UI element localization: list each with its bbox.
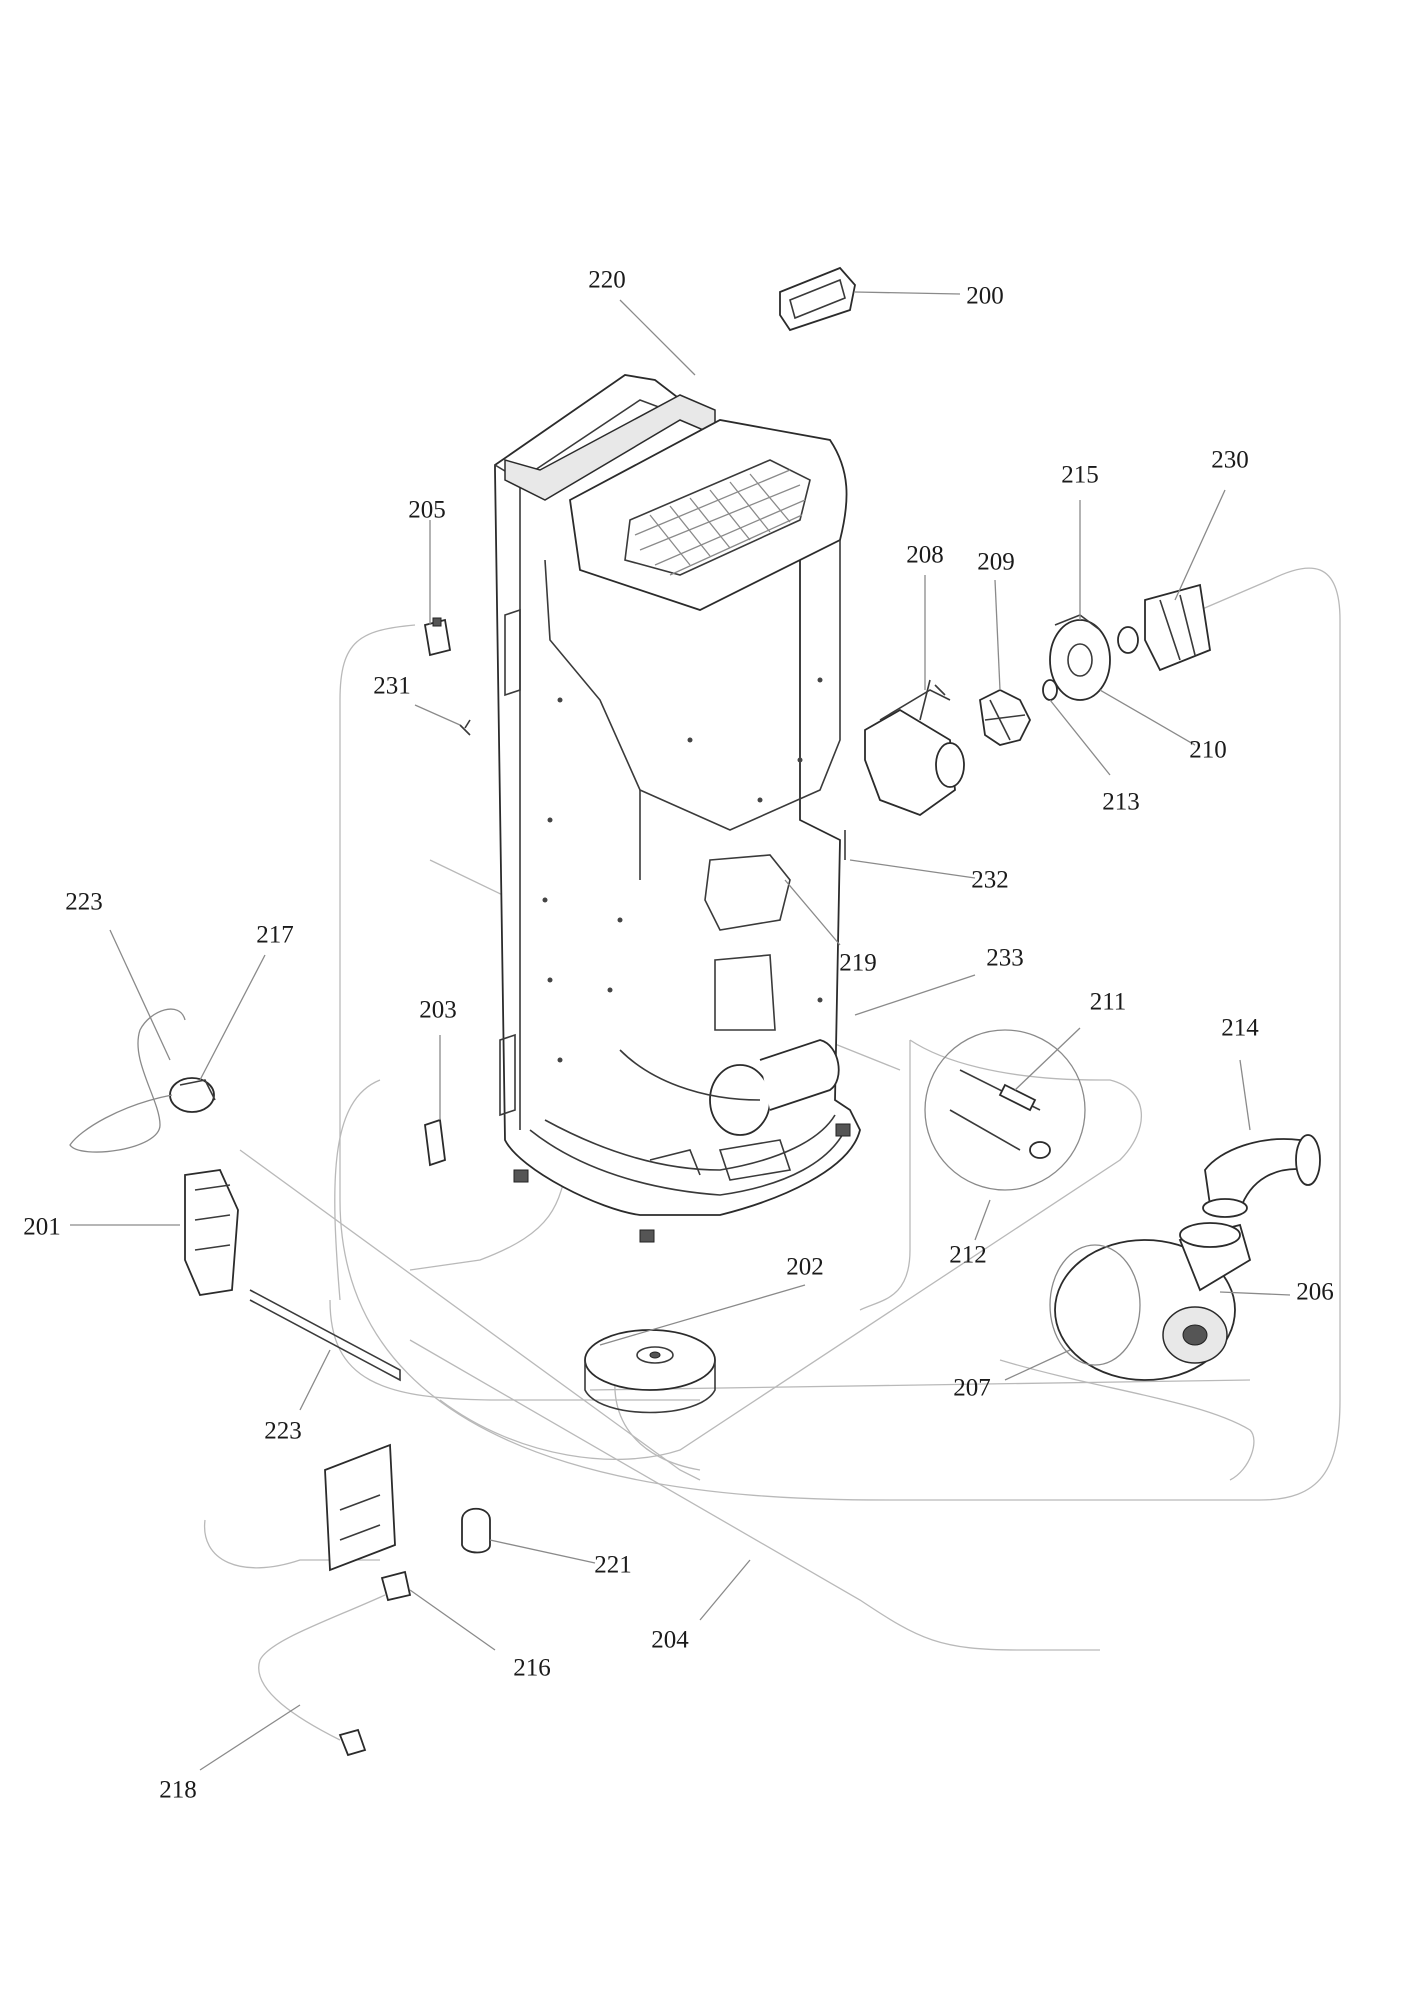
label-211: 211 [1089,988,1127,1016]
label-201: 201 [23,1213,61,1241]
label-213: 213 [1102,788,1140,816]
bracket-230-icon [1144,583,1211,672]
label-232: 232 [971,866,1009,894]
igniter-detail-icon [924,1029,1086,1191]
control-board-201-icon [184,1169,239,1296]
label-214: 214 [1221,1014,1259,1042]
label-216: 216 [513,1654,551,1682]
label-203: 203 [419,996,457,1024]
flue-elbow-icon [1202,1134,1321,1218]
plug-218-icon [338,1728,367,1757]
label-215: 215 [1061,461,1099,489]
label-208: 208 [906,541,944,569]
label-200: 200 [966,282,1004,310]
label-205: 205 [408,496,446,524]
label-212: 212 [949,1241,987,1269]
leader-lines [70,291,1291,1771]
label-221: 221 [594,1551,632,1579]
label-220: 220 [588,266,626,294]
label-230: 230 [1211,446,1249,474]
boiler-cabinet-icon [494,374,861,1243]
switch-221-icon [461,1507,491,1554]
auger-motor-icon [864,679,965,817]
label-206: 206 [1296,1278,1334,1306]
label-233: 233 [986,944,1024,972]
label-209: 209 [977,548,1015,576]
blower-fan-icon [1049,1222,1252,1381]
label-219: 219 [839,949,877,977]
impeller-209-icon [979,688,1032,746]
control-panel-icon [779,266,856,332]
flange-215-icon [1049,614,1111,701]
label-207: 207 [953,1374,991,1402]
label-223-top: 223 [65,888,103,916]
label-223-bottom: 223 [264,1417,302,1445]
connector-216-icon [380,1570,412,1602]
label-217: 217 [256,921,294,949]
label-210: 210 [1189,736,1227,764]
label-204: 204 [651,1626,689,1654]
label-231: 231 [373,672,411,700]
sensor-205-icon [423,617,452,657]
circuit-board-icon [324,1443,396,1572]
sensor-217-icon [169,1077,216,1113]
switch-203-icon [424,1118,446,1167]
label-218: 218 [159,1776,197,1804]
bearing-icon [1117,626,1139,654]
label-202: 202 [786,1253,824,1281]
